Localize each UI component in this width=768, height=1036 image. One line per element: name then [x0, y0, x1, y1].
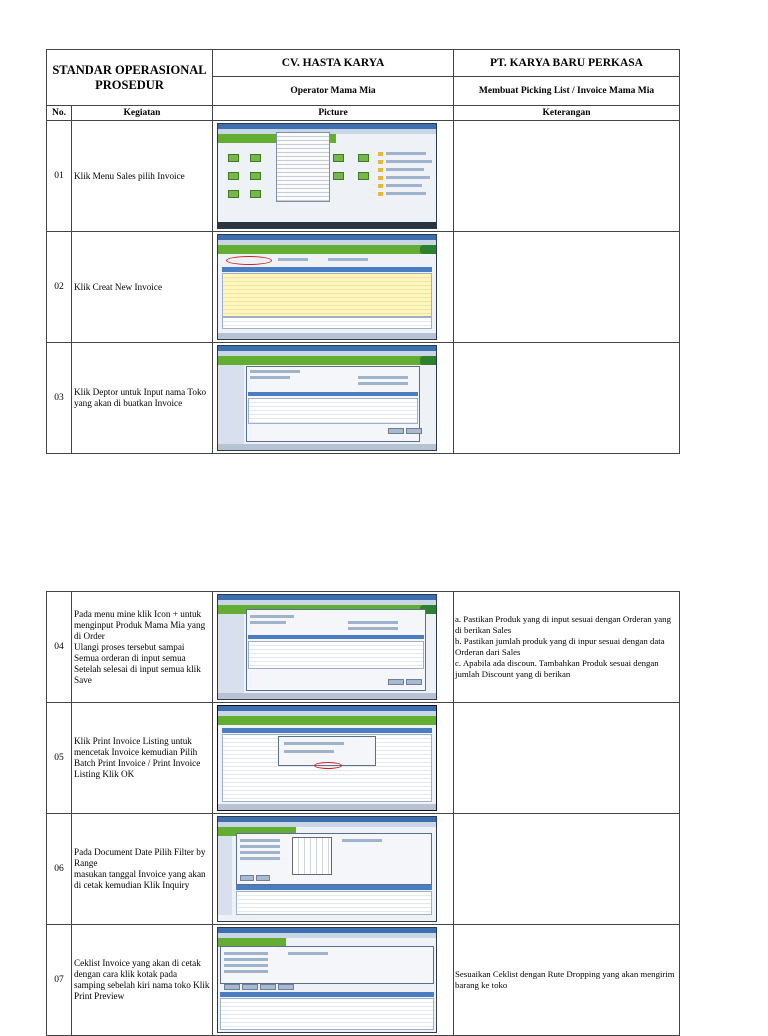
step-number: 05	[46, 702, 72, 814]
step-row: 06 Pada Document Date Pilih Filter by Ra…	[46, 813, 680, 925]
step-kegiatan: Ceklist Invoice yang akan di cetak denga…	[71, 924, 213, 1036]
step-row: 07 Ceklist Invoice yang akan di cetak de…	[46, 924, 680, 1036]
product-input-screenshot	[217, 594, 437, 700]
step-picture-cell	[212, 342, 454, 454]
col-header-picture: Picture	[212, 105, 454, 121]
step-row: 03 Klik Deptor untuk Input nama Toko yan…	[46, 342, 680, 454]
step-keterangan	[453, 231, 680, 343]
col-header-no: No.	[46, 105, 72, 121]
step-number: 03	[46, 342, 72, 454]
print-dialog-screenshot	[217, 705, 437, 811]
step-number: 07	[46, 924, 72, 1036]
step-kegiatan: Pada menu mine klik Icon + untuk menginp…	[71, 591, 213, 703]
step-row: 02 Klik Creat New Invoice	[46, 231, 680, 343]
step-kegiatan: Klik Deptor untuk Input nama Toko yang a…	[71, 342, 213, 454]
step-number: 02	[46, 231, 72, 343]
step-number: 01	[46, 120, 72, 232]
step-keterangan: a. Pastikan Produk yang di input sesuai …	[453, 591, 680, 703]
step-keterangan: Sesuaikan Ceklist dengan Rute Dropping y…	[453, 924, 680, 1036]
operator-label: Operator Mama Mia	[212, 76, 454, 106]
step-picture-cell	[212, 231, 454, 343]
step-picture-cell	[212, 924, 454, 1036]
step-keterangan	[453, 702, 680, 814]
step-picture-cell	[212, 120, 454, 232]
step-number: 04	[46, 591, 72, 703]
date-filter-screenshot	[217, 816, 437, 922]
step-keterangan	[453, 120, 680, 232]
menu-sales-screenshot	[217, 123, 437, 229]
step-picture-cell	[212, 591, 454, 703]
step-row: 01 Klik Menu Sales pilih Invoice	[46, 120, 680, 232]
sop-title: STANDAR OPERASIONAL PROSEDUR	[46, 49, 213, 106]
step-picture-cell	[212, 813, 454, 925]
sop-table-bottom: 04 Pada menu mine klik Icon + untuk meng…	[46, 591, 680, 1036]
col-header-keterangan: Keterangan	[453, 105, 680, 121]
step-kegiatan: Pada Document Date Pilih Filter by Range…	[71, 813, 213, 925]
print-preview-screenshot	[217, 927, 437, 1033]
step-number: 06	[46, 813, 72, 925]
step-kegiatan: Klik Creat New Invoice	[71, 231, 213, 343]
step-row: 04 Pada menu mine klik Icon + untuk meng…	[46, 591, 680, 703]
procedure-subject: Membuat Picking List / Invoice Mama Mia	[453, 76, 680, 106]
invoice-entry-screenshot	[217, 345, 437, 451]
col-header-kegiatan: Kegiatan	[71, 105, 213, 121]
company-cv-hasta-karya: CV. HASTA KARYA	[212, 49, 454, 77]
step-row: 05 Klik Print Invoice Listing untuk menc…	[46, 702, 680, 814]
company-pt-karya-baru-perkasa: PT. KARYA BARU PERKASA	[453, 49, 680, 77]
invoice-list-screenshot	[217, 234, 437, 340]
step-keterangan	[453, 342, 680, 454]
step-picture-cell	[212, 702, 454, 814]
step-kegiatan: Klik Menu Sales pilih Invoice	[71, 120, 213, 232]
step-keterangan	[453, 813, 680, 925]
sop-table-top: STANDAR OPERASIONAL PROSEDUR CV. HASTA K…	[46, 49, 680, 454]
step-kegiatan: Klik Print Invoice Listing untuk menceta…	[71, 702, 213, 814]
